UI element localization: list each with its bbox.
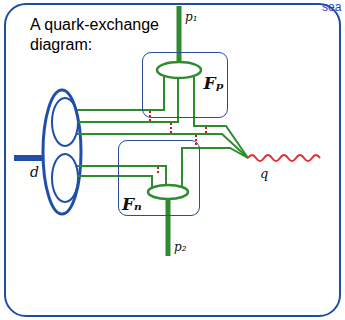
quark-lines bbox=[77, 77, 248, 187]
momentum-label: p₂ bbox=[174, 240, 187, 254]
form-factor-box: Fₚ bbox=[142, 52, 228, 118]
quark-line bbox=[77, 176, 152, 187]
quark-line bbox=[77, 77, 164, 110]
nucleon-ellipse bbox=[52, 154, 78, 202]
form-factor-label: Fₚ bbox=[203, 73, 224, 93]
quark-line bbox=[182, 148, 248, 186]
proton-line bbox=[177, 6, 182, 62]
momentum-label: p₁ bbox=[185, 10, 198, 24]
photon-label: q bbox=[260, 166, 268, 181]
nucleon-ellipse bbox=[52, 98, 78, 146]
gluon-line bbox=[149, 111, 151, 121]
quark-line bbox=[78, 78, 178, 122]
proton-ellipse bbox=[157, 62, 201, 78]
deuteron-line bbox=[14, 155, 44, 161]
gluon-line bbox=[195, 135, 197, 147]
form-factor-label: Fₙ bbox=[122, 194, 142, 214]
deuteron-ellipse bbox=[43, 90, 81, 214]
neutron-line bbox=[166, 199, 171, 256]
form-factor-box: Fₙ bbox=[118, 140, 200, 216]
gluon-line bbox=[157, 167, 159, 175]
diagram-title: A quark-exchange diagram: bbox=[30, 15, 190, 55]
gluon-lines bbox=[150, 111, 206, 175]
deuteron-label: d bbox=[30, 164, 39, 180]
gluon-line bbox=[205, 127, 207, 133]
gluon-line bbox=[170, 123, 172, 133]
frame-box: A quark-exchange diagram: FₚFₙ bbox=[4, 3, 341, 317]
cut-off-text: sea bbox=[322, 0, 341, 14]
photon-line bbox=[248, 155, 320, 161]
neutron-ellipse bbox=[148, 185, 188, 199]
quark-line bbox=[77, 134, 248, 158]
